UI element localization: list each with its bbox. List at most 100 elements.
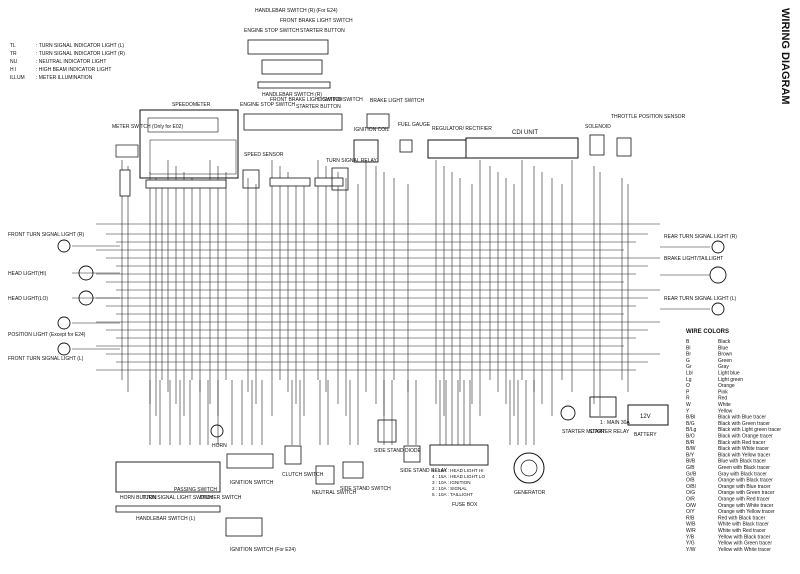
- legend-name: Black with White tracer: [718, 446, 769, 452]
- legend-code: Br: [686, 352, 691, 358]
- legend-name: Orange: [718, 383, 735, 389]
- legend-name: Gray with Black tracer: [718, 471, 767, 477]
- legend-code: O/R: [686, 497, 695, 503]
- meter-switch: METER SWITCH (Only for E02): [112, 124, 183, 158]
- legend-row: O/B Orange with Black tracer: [686, 478, 773, 484]
- legend-code: Y: [686, 408, 690, 414]
- fuse-entry: 5 : 10A : TAILLIGHT: [432, 492, 473, 497]
- legend-code: R: [686, 396, 690, 402]
- legend-code: Lg: [686, 377, 692, 383]
- fuse-box: 5 : 15A : HEAD LIGHT HI4 : 15A : HEAD LI…: [429, 444, 489, 508]
- legend-name: Brown: [718, 352, 732, 358]
- generator-label: GENERATOR: [514, 490, 546, 496]
- position-light-label: POSITION LIGHT (Except for E24): [8, 332, 86, 338]
- battery-label: BATTERY: [634, 432, 657, 438]
- fuse-box-label: FUSE BOX: [452, 502, 478, 508]
- ignition-switch-label: IGNITION SWITCH: [230, 480, 274, 486]
- fuse-entry: 2 : 10A : SIGNAL: [432, 486, 467, 491]
- regulator-label: REGULATOR/ RECTIFIER: [432, 126, 492, 132]
- legend-row: B/W Black with White tracer: [686, 446, 769, 452]
- legend-name: Green with Black tracer: [718, 465, 770, 471]
- legend-name: Light blue: [718, 371, 740, 377]
- hb-switch-l-label: HANDLEBAR SWITCH (L): [136, 516, 196, 522]
- throttle-sensor-label: THROTTLE POSITION SENSOR: [611, 114, 686, 120]
- speedometer: SPEEDOMETER: [139, 102, 239, 179]
- neutral-switch-label: NEUTRAL SWITCH: [312, 490, 357, 496]
- legend-name: Yellow with White tracer: [718, 547, 771, 553]
- fuse-entry: 3 : 10A : IGNITION: [432, 480, 471, 485]
- legend-row: Y Yellow: [686, 408, 733, 414]
- legend-name: Orange with Green tracer: [718, 490, 775, 496]
- hb-switch-r-label: HANDLEBAR SWITCH (R): [262, 92, 322, 98]
- legend-name: Black with Yellow tracer: [718, 452, 771, 458]
- turn-signal-relay-label: TURN SIGNAL RELAY: [326, 158, 378, 164]
- legend-code: O/Bl: [686, 484, 696, 490]
- abbrev-code: H I: [10, 67, 16, 73]
- legend-name: White with Red tracer: [718, 528, 766, 534]
- front-brake-mid-label: FRONT BRAKE LIGHT SWITCH: [270, 97, 343, 103]
- engine-stop-label: ENGINE STOP SWITCH: [244, 28, 299, 34]
- abbrev-code: TL: [10, 43, 16, 49]
- abbrev-desc: : TURN SIGNAL INDICATOR LIGHT (L): [36, 43, 124, 49]
- solenoid: SOLENOID: [585, 124, 611, 156]
- abbreviation-list: TL: TURN SIGNAL INDICATOR LIGHT (L)TR: T…: [10, 43, 125, 81]
- ignition-coil: IGNITION COIL: [353, 127, 390, 163]
- legend-code: Gr: [686, 364, 692, 370]
- front-turn-l-label: FRONT TURN SIGNAL LIGHT (L): [8, 356, 84, 362]
- meter-switch-label: METER SWITCH (Only for E02): [112, 124, 183, 130]
- legend-name: Yellow: [718, 408, 733, 414]
- legend-code: O/G: [686, 490, 695, 496]
- legend-code: Lbl: [686, 371, 693, 377]
- horn-button-label: HORN BUTTON: [120, 495, 157, 501]
- regulator-rectifier: REGULATOR/ RECTIFIER: [427, 126, 492, 159]
- speed-sensor-label: SPEED SENSOR: [244, 152, 284, 158]
- starter-battery-group: STARTER MOTOR STARTER RELAY 1 : MAIN 30A…: [560, 396, 669, 438]
- brake-light-switch: BRAKE LIGHT SWITCH: [366, 98, 424, 129]
- legend-name: Yellow with Green tracer: [718, 541, 772, 547]
- legend-name: Black with Orange tracer: [718, 434, 773, 440]
- clutch-switch-label: CLUTCH SWITCH: [282, 472, 324, 478]
- rear-turn-r-label: REAR TURN SIGNAL LIGHT (R): [664, 234, 737, 240]
- cdi-unit: CDI UNIT: [465, 130, 579, 159]
- fuel-gauge-label: FUEL GAUGE: [398, 122, 431, 128]
- legend-code: W: [686, 402, 691, 408]
- legend-name: Blue: [718, 345, 728, 351]
- legend-code: W/B: [686, 522, 696, 528]
- starter-relay-label: STARTER RELAY: [589, 429, 630, 435]
- legend-name: Black with Light green tracer: [718, 427, 781, 433]
- brake-light-switch-label: BRAKE LIGHT SWITCH: [370, 98, 424, 104]
- handlebar-switch-r-top: HANDLEBAR SWITCH (R) (For E24) FRONT BRA…: [244, 8, 353, 98]
- side-stand-group: SIDE STAND DIODE SIDE STAND RELAY SIDE S…: [340, 419, 448, 492]
- battery-voltage: 12V: [640, 414, 651, 420]
- legend-name: Light green: [718, 377, 743, 383]
- abbrev-desc: : NEUTRAL INDICATOR LIGHT: [36, 59, 106, 65]
- legend-code: O/B: [686, 478, 695, 484]
- side-stand-relay-label: SIDE STAND RELAY: [400, 468, 448, 474]
- legend-code: B: [686, 339, 690, 345]
- generator: GENERATOR: [513, 452, 546, 496]
- legend-name: Orange with Red tracer: [718, 497, 770, 503]
- legend-code: Gr/B: [686, 471, 697, 477]
- legend-row: Br Brown: [686, 352, 732, 358]
- clutch-switch: CLUTCH SWITCH: [282, 445, 324, 478]
- legend-code: B/W: [686, 446, 696, 452]
- legend-code: O/W: [686, 503, 696, 509]
- ignition-switch: IGNITION SWITCH IGNITION SWITCH (For E24…: [225, 453, 296, 553]
- cdi-unit-label: CDI UNIT: [512, 130, 538, 136]
- solenoid-label: SOLENOID: [585, 124, 611, 130]
- legend-row: O/R Orange with Red tracer: [686, 497, 770, 503]
- legend-name: Orange with Black tracer: [718, 478, 773, 484]
